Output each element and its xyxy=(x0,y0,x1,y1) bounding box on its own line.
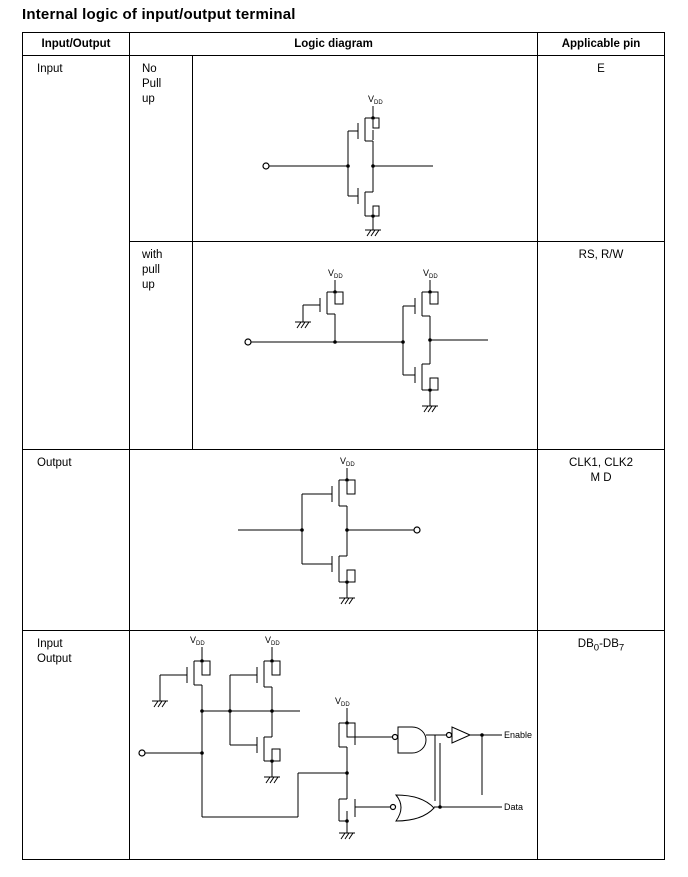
pin-label: M D xyxy=(590,472,612,484)
diagram-cell-no-pullup: VDD xyxy=(191,55,539,242)
pullup-text-line: up xyxy=(142,93,155,105)
no-pullup-diagram: VDD xyxy=(262,94,433,237)
table-header-row: Input/Output Logic diagram Applicable pi… xyxy=(22,32,666,56)
pullup-text-line: No xyxy=(142,63,157,75)
pin-subscript: 7 xyxy=(618,642,625,654)
header-applicable-pin: Applicable pin xyxy=(537,32,666,56)
io-cell-input-output: Input Output xyxy=(22,630,130,860)
pin-subscript: 0 xyxy=(593,642,600,654)
pullup-text-line: with xyxy=(142,249,163,261)
io-cell-output: Output xyxy=(22,449,130,631)
pin-cell-e: E xyxy=(537,55,666,242)
io-text-line: Input xyxy=(37,638,63,650)
pullup-text-line: Pull xyxy=(142,78,162,90)
pin-label: RS, R/W xyxy=(578,249,624,261)
vdd-label: VDD xyxy=(265,635,280,647)
output-diagram: VDD xyxy=(238,456,421,605)
pin-cell-rs-rw: RS, R/W xyxy=(537,241,666,450)
pullup-text-line: pull xyxy=(142,264,160,276)
io-cell-input: Input xyxy=(22,55,130,450)
input-output-diagram: VDD xyxy=(138,635,532,840)
pin-label: -DB xyxy=(599,638,619,650)
pin-cell-clk: CLK1, CLK2 M D xyxy=(537,449,666,631)
pin-label: DB xyxy=(577,638,594,650)
vdd-label: VDD xyxy=(328,268,343,280)
pullup-text-line: up xyxy=(142,279,155,291)
diagram-cell-input-output: VDD xyxy=(128,630,539,860)
header-input-output: Input/Output xyxy=(22,32,130,56)
pin-label: CLK1, CLK2 xyxy=(569,457,633,469)
pullup-cell-with: with pull up xyxy=(129,241,193,450)
vdd-label: VDD xyxy=(368,94,383,106)
table-row: Output VDD xyxy=(22,449,666,631)
vdd-label: VDD xyxy=(340,456,355,468)
data-label: Data xyxy=(504,802,523,812)
vdd-label: VDD xyxy=(335,696,350,708)
diagram-cell-with-pullup: VDD xyxy=(191,241,539,450)
pin-cell-db: DB0-DB7 xyxy=(537,630,666,860)
page-title: Internal logic of input/output terminal xyxy=(22,6,296,23)
header-logic-diagram: Logic diagram xyxy=(128,32,539,56)
io-terminal-table: Input/Output Logic diagram Applicable pi… xyxy=(22,32,666,860)
io-text-line: Output xyxy=(37,653,72,665)
table-row: Input No Pull up VDD xyxy=(22,55,666,450)
diagram-cell-output: VDD xyxy=(128,449,539,631)
pullup-cell-no: No Pull up xyxy=(129,55,193,242)
with-pullup-diagram: VDD xyxy=(244,268,488,413)
enable-label: Enable xyxy=(504,730,532,740)
vdd-label: VDD xyxy=(423,268,438,280)
pin-label: E xyxy=(597,63,605,75)
table-row: Input Output VDD xyxy=(22,630,666,860)
vdd-label: VDD xyxy=(190,635,205,647)
